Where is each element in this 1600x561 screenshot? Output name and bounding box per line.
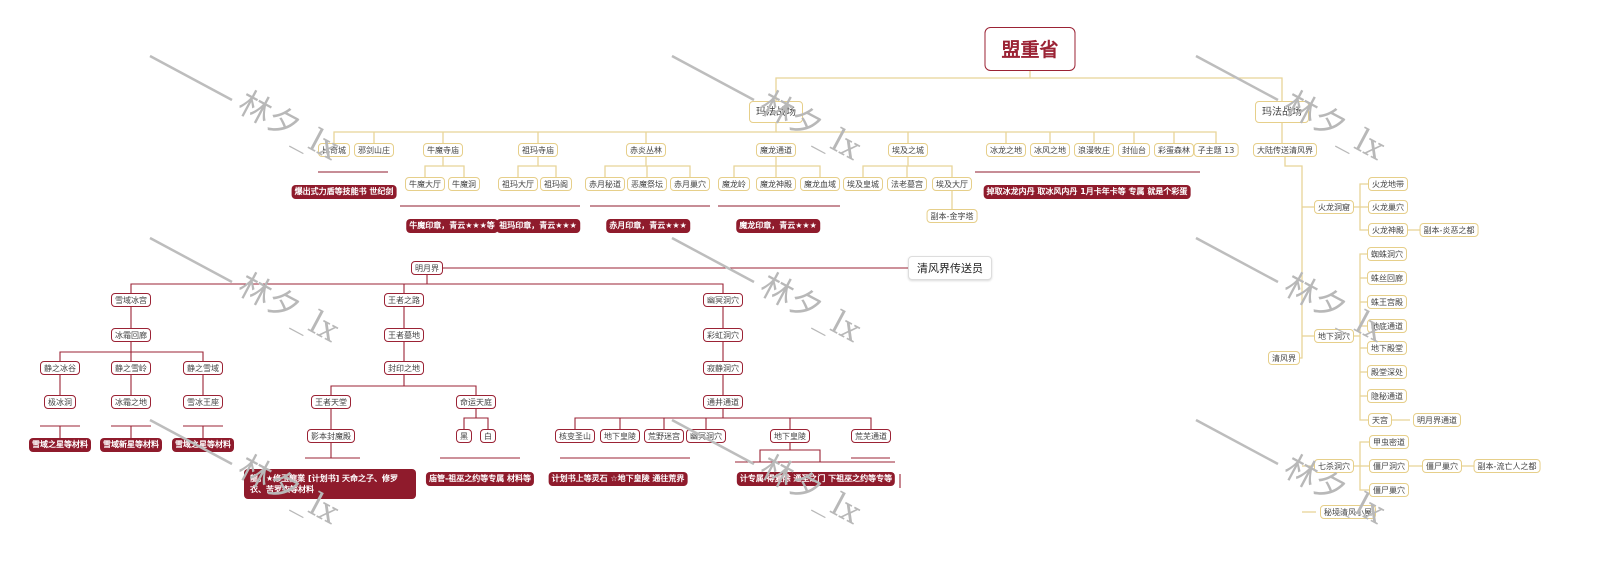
- zone-aiji[interactable]: 埃及之城: [888, 143, 928, 157]
- zone-aiji-child[interactable]: 埃及皇城: [843, 177, 883, 191]
- zone-chiyan-child[interactable]: 赤月秘道: [585, 177, 625, 191]
- youming-item[interactable]: 荒野迷宫: [644, 429, 684, 443]
- zone-niumo[interactable]: 牛魔寺庙: [423, 143, 463, 157]
- fb-pyramid[interactable]: 副本-金字塔: [926, 209, 978, 223]
- zone-zuma[interactable]: 祖玛寺庙: [518, 143, 558, 157]
- xueyu-node[interactable]: 雪域冰宫: [111, 293, 151, 307]
- qisha-node[interactable]: 七杀洞穴: [1314, 459, 1354, 473]
- wangzhe-b-item[interactable]: 黑: [456, 429, 472, 443]
- drop-tag[interactable]: 爆出式力盾等技能书 世纪剑: [291, 185, 397, 199]
- wangzhe-l3[interactable]: 封印之地: [384, 361, 424, 375]
- xueyu-item[interactable]: 静之雪岭: [111, 361, 151, 375]
- last-node[interactable]: 秘境清风小屋: [1320, 505, 1376, 519]
- dixia-item[interactable]: 蜘蛛洞穴: [1367, 247, 1407, 261]
- wangzhe-a[interactable]: 王者天堂: [311, 395, 351, 409]
- gate-node[interactable]: 清风界传送员: [908, 256, 992, 280]
- drop-tag[interactable]: 雪域之星等材料: [29, 438, 91, 452]
- dixia-item[interactable]: 地下殿堂: [1367, 341, 1407, 355]
- zone-caidan[interactable]: 彩蛋森林: [1154, 143, 1194, 157]
- zone-zuma-child[interactable]: 祖玛阁: [540, 177, 572, 191]
- zone-molong[interactable]: 魔龙通道: [756, 143, 796, 157]
- mingyue-node[interactable]: 明月界: [411, 261, 443, 275]
- drop-tag[interactable]: 计专属 得复除 通圣之门 下祖巫之约等专等: [736, 472, 896, 486]
- wangzhe-b-item[interactable]: 白: [480, 429, 496, 443]
- qisha-item[interactable]: 僵尸巢穴: [1369, 483, 1409, 497]
- xueyu-sub[interactable]: 冰霜回廊: [111, 328, 151, 342]
- zone-aiji-child[interactable]: 埃及大厅: [932, 177, 972, 191]
- qisha-mid[interactable]: 僵尸巢穴: [1422, 459, 1462, 473]
- qisha-item[interactable]: 甲虫密道: [1369, 435, 1409, 449]
- dixia-item[interactable]: 隐秘通道: [1367, 389, 1407, 403]
- right-sub[interactable]: 大陆传送清风界: [1253, 143, 1317, 157]
- youming-l2[interactable]: 彩虹洞穴: [703, 328, 743, 342]
- zone-chiyan-child[interactable]: 赤月巢穴: [670, 177, 710, 191]
- youming-item[interactable]: 核变圣山: [555, 429, 595, 443]
- dixia-item[interactable]: 天宫: [1368, 413, 1392, 427]
- drop-tag[interactable]: 掉取冰龙内丹 取冰风内丹 1月卡年卡等 专属 就是个彩蛋: [983, 185, 1191, 199]
- root-node[interactable]: 盟重省: [984, 27, 1076, 71]
- wangzhe-l2[interactable]: 王者墓地: [384, 328, 424, 342]
- youming-node[interactable]: 幽冥洞穴: [703, 293, 743, 307]
- youming-item[interactable]: 荒芜通道: [851, 429, 891, 443]
- youming-item[interactable]: 地下皇陵: [600, 429, 640, 443]
- drop-tag[interactable]: 庙管-祖巫之约等专属 材料等: [425, 472, 535, 486]
- xueyu-item[interactable]: 静之冰谷: [40, 361, 80, 375]
- qisha-item[interactable]: 僵尸洞穴: [1369, 459, 1409, 473]
- youming-l4[interactable]: 通井通道: [703, 395, 743, 409]
- youming-l3[interactable]: 寂静洞穴: [703, 361, 743, 375]
- zone-bingfeng[interactable]: 冰风之地: [1030, 143, 1070, 157]
- dixia-node[interactable]: 地下洞穴: [1314, 329, 1354, 343]
- drop-tag-long[interactable]: 龍。★修玉龍業 [计划书] 天命之子、修罗衣、苦罗衣等材料: [244, 469, 416, 499]
- mingyue-link[interactable]: 明月界通道: [1413, 413, 1461, 427]
- dixia-item[interactable]: 地底通道: [1367, 319, 1407, 333]
- huolong-item[interactable]: 火龙神殿: [1368, 223, 1408, 237]
- zone-aiji-child[interactable]: 法老墓宫: [887, 177, 927, 191]
- zone-chiyan[interactable]: 赤炎丛林: [626, 143, 666, 157]
- youming-item[interactable]: 幽冥洞穴: [686, 429, 726, 443]
- right-majia-node[interactable]: 玛法战场: [1255, 101, 1309, 123]
- zone-biqi[interactable]: 比奇城: [318, 143, 350, 157]
- xueyu-item[interactable]: 静之雪域: [183, 361, 223, 375]
- xueyu-sub-item[interactable]: 冰霜之地: [111, 395, 151, 409]
- huolong-node[interactable]: 火龙洞窟: [1314, 200, 1354, 214]
- wangzhe-node[interactable]: 王者之路: [384, 293, 424, 307]
- zone-niumo-child[interactable]: 牛魔大厅: [405, 177, 445, 191]
- fb-yane[interactable]: 副本-炎恶之都: [1419, 223, 1479, 237]
- zone-molong-child[interactable]: 魔龙血域: [800, 177, 840, 191]
- zone-xiejian[interactable]: 邪剑山庄: [354, 143, 394, 157]
- zone-sub13[interactable]: 子主题 13: [1193, 143, 1239, 157]
- zone-binglong[interactable]: 冰龙之地: [986, 143, 1026, 157]
- drop-tag[interactable]: 祖玛印章，青云★★★: [496, 219, 580, 233]
- wangzhe-a-sub[interactable]: 影本封魔殿: [307, 429, 355, 443]
- zone-fengxian[interactable]: 封仙台: [1118, 143, 1150, 157]
- majia-node[interactable]: 玛法战场: [749, 101, 803, 123]
- drop-tag[interactable]: 赤月印章，青云★★★: [606, 219, 690, 233]
- dixia-item[interactable]: 蛛王宫殿: [1367, 295, 1407, 309]
- wangzhe-b[interactable]: 命运天庭: [456, 395, 496, 409]
- drop-tag[interactable]: 雪域之星等材料: [172, 438, 234, 452]
- zone-chiyan-child[interactable]: 恶魔祭坛: [627, 177, 667, 191]
- youming-item[interactable]: 地下皇陵: [770, 429, 810, 443]
- qingfeng-node[interactable]: 清风界: [1268, 351, 1300, 365]
- xueyu-sub-item[interactable]: 雪冰王座: [183, 395, 223, 409]
- xueyu-sub-item[interactable]: 极冰洞: [44, 395, 76, 409]
- zone-zuma-child[interactable]: 祖玛大厅: [498, 177, 538, 191]
- fb-liuwang[interactable]: 副本-流亡人之都: [1473, 459, 1541, 473]
- huolong-item[interactable]: 火龙巢穴: [1368, 200, 1408, 214]
- zone-langman[interactable]: 浪漫牧庄: [1074, 143, 1114, 157]
- drop-tag[interactable]: 牛魔印章，青云★★★等: [406, 219, 498, 233]
- dixia-item[interactable]: 殿堂深处: [1367, 365, 1407, 379]
- drop-tag[interactable]: 计划书上等灵石 ☆地下皇陵 通往荒界: [548, 472, 688, 486]
- drop-tag[interactable]: 雪域新星等材料: [100, 438, 162, 452]
- zone-molong-child[interactable]: 魔龙岭: [718, 177, 750, 191]
- zone-molong-child[interactable]: 魔龙神殿: [756, 177, 796, 191]
- drop-tag[interactable]: 魔龙印章，青云★★★: [736, 219, 820, 233]
- huolong-item[interactable]: 火龙地带: [1368, 177, 1408, 191]
- zone-niumo-child[interactable]: 牛魔洞: [448, 177, 480, 191]
- dixia-item[interactable]: 蛛丝回廊: [1367, 271, 1407, 285]
